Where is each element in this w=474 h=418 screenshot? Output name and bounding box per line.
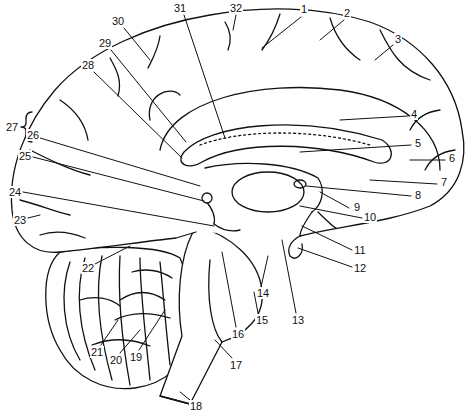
- callout-number: 4: [410, 108, 418, 120]
- callout-number: 7: [440, 176, 448, 188]
- callout-number: 5: [414, 137, 422, 149]
- callout-number: 13: [291, 314, 305, 326]
- cerebrum-outline: [11, 9, 463, 252]
- callout-number: 22: [81, 262, 95, 274]
- callout-number: 14: [256, 287, 270, 299]
- callout-number: 6: [448, 152, 456, 164]
- callout-number: 27: [5, 121, 19, 133]
- callout-number: 28: [81, 59, 95, 71]
- corpus-callosum: [181, 125, 391, 166]
- callout-number: 19: [129, 351, 143, 363]
- callout-number: 1: [300, 3, 308, 15]
- callout-number: 29: [98, 37, 112, 49]
- callout-number: 21: [90, 346, 104, 358]
- callout-number: 10: [363, 211, 377, 223]
- callout-number: 24: [8, 186, 22, 198]
- callout-number: 32: [229, 2, 243, 14]
- callout-number: 31: [173, 2, 187, 14]
- callout-number: 25: [18, 150, 32, 162]
- callout-number: 16: [231, 328, 245, 340]
- callout-number: 2: [343, 7, 351, 19]
- diencephalon: [202, 163, 336, 258]
- callout-number: 9: [353, 201, 361, 213]
- callout-number: 17: [229, 359, 243, 371]
- callout-number: 30: [111, 15, 125, 27]
- leader-lines: [23, 15, 445, 400]
- callout-number: 12: [353, 262, 367, 274]
- callout-number: 3: [394, 33, 402, 45]
- callout-number: 11: [353, 244, 366, 256]
- callout-number: 26: [26, 129, 40, 141]
- brainstem: [160, 226, 262, 404]
- callout-number: 8: [414, 189, 422, 201]
- callout-number: 20: [109, 354, 123, 366]
- callout-number: 18: [189, 400, 203, 412]
- callout-number: 15: [255, 314, 269, 326]
- callout-number: 23: [13, 214, 27, 226]
